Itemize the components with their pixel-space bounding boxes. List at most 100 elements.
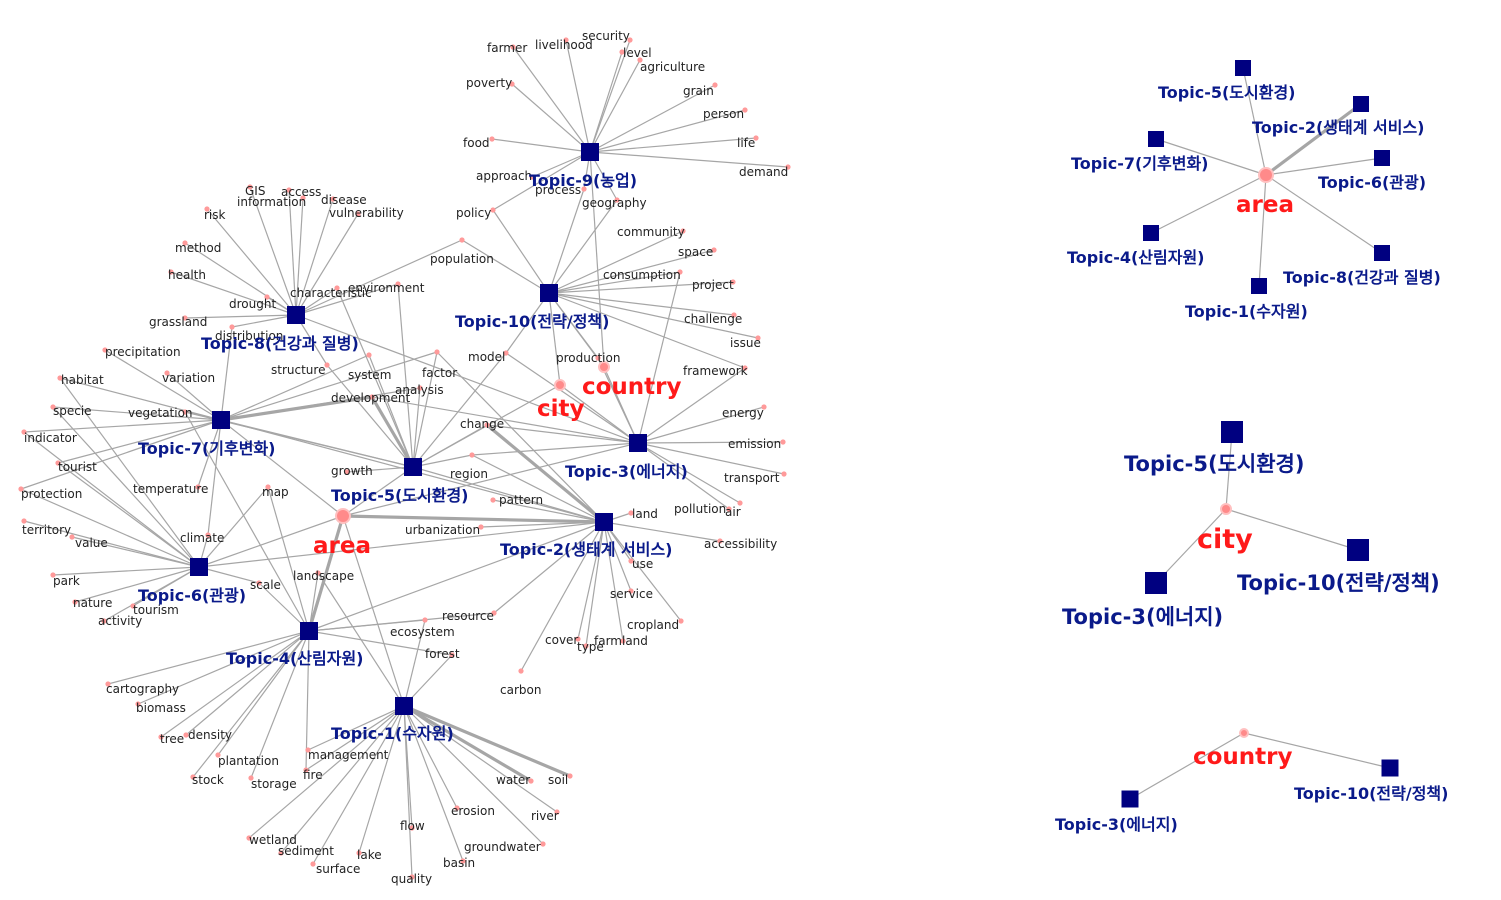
word-label-system: system [348, 368, 391, 382]
edge-t6-protection [20, 488, 200, 568]
panel-country: Topic-3(에너지)Topic-10(전략/정책)country [1055, 728, 1448, 834]
word-label-pollution: pollution [674, 502, 726, 516]
hub-label-city: city [537, 396, 585, 422]
word-node-accessibility [717, 538, 723, 544]
word-label-surface: surface [316, 862, 360, 876]
edge-t7-temperature [197, 419, 222, 488]
word-node-protection [18, 486, 24, 492]
word-node-challenge [731, 312, 737, 318]
word-label-growth: growth [331, 464, 373, 478]
edge-area-t7 [220, 419, 344, 517]
panel-city-topic-label-1: Topic-10(전략/정책) [1237, 571, 1440, 595]
word-label-accessibility: accessibility [704, 537, 777, 551]
edge-t3-development [371, 396, 639, 444]
word-label-basin: basin [443, 856, 475, 870]
topic-label-t6: Topic-6(관광) [138, 586, 246, 605]
word-node-system [366, 352, 372, 358]
topic-label-t5: Topic-5(도시환경) [331, 486, 468, 505]
word-node-storage [248, 775, 254, 781]
word-label-consumption: consumption [603, 268, 681, 282]
topic-label-t7: Topic-7(기후변화) [138, 439, 275, 458]
word-node-cartography [105, 681, 111, 687]
word-label-development: development [331, 391, 410, 405]
word-node-tourism [130, 603, 136, 609]
word-node-map [265, 484, 271, 490]
panel-city-hub-label: city [1197, 524, 1253, 555]
edge-t9-approach [531, 151, 591, 178]
word-label-policy: policy [456, 206, 491, 220]
word-node-poverty [509, 81, 515, 87]
word-label-value: value [75, 536, 108, 550]
edge-t6-activity [103, 566, 200, 622]
edge-t10-project [548, 281, 734, 294]
word-node-information [300, 195, 306, 201]
edge-t4-map [267, 486, 310, 632]
word-label-level: level [623, 46, 652, 60]
word-label-model: model [468, 350, 505, 364]
word-node-specie [50, 404, 56, 410]
word-node-nature [72, 599, 78, 605]
word-node-process [581, 186, 587, 192]
edge-t8-health [170, 271, 297, 316]
word-label-management: management [308, 748, 389, 762]
edge-t8-gis [249, 186, 297, 316]
topic-label-t10: Topic-10(전략/정책) [455, 312, 609, 331]
edge-t9-livelihood [565, 39, 591, 153]
panel-area-topic-node-6 [1251, 278, 1267, 294]
edge-country-t10 [548, 292, 605, 368]
edge-t3-energy [637, 406, 765, 444]
word-node-production [595, 355, 601, 361]
edge-city-t3 [559, 384, 639, 444]
edge-t8-disease [295, 198, 334, 316]
topic-label-t9: Topic-9(농업) [529, 171, 637, 190]
edge-t10-model [505, 292, 550, 354]
word-label-vulnerability: vulnerability [329, 206, 404, 220]
word-label-demand: demand [739, 165, 788, 179]
panel-area-edge-4 [1150, 174, 1267, 234]
edge-t10-consumption [548, 271, 681, 294]
word-label-use: use [632, 557, 653, 571]
word-label-environment: environment [348, 281, 425, 295]
word-label-production: production [556, 351, 620, 365]
word-label-energy: energy [722, 406, 764, 420]
word-label-biomass: biomass [136, 701, 186, 715]
word-node-ecosystem [422, 617, 428, 623]
word-label-plantation: plantation [218, 754, 279, 768]
edge-t8-grassland [184, 314, 297, 319]
word-node-space [711, 247, 717, 253]
panel-area-topic-node-2 [1148, 131, 1164, 147]
panel-country-edge-1 [1243, 732, 1391, 769]
word-node-tourist [55, 460, 61, 466]
edge-t3-air [637, 442, 741, 504]
word-node-tree [158, 734, 164, 740]
word-node-carbon [518, 668, 524, 674]
word-node-land [628, 510, 634, 516]
word-label-water: water [496, 773, 530, 787]
edge-t5-region [412, 454, 473, 468]
edge-t8-distribution [231, 314, 297, 328]
panel-city-topic-node-1 [1347, 539, 1369, 561]
topic-node-t2 [595, 513, 613, 531]
topic-node-t7 [212, 411, 230, 429]
edge-t2-cropland [603, 521, 682, 622]
word-node-access [286, 187, 292, 193]
word-label-gis: GIS [245, 184, 265, 198]
edge-t1-fire [305, 705, 405, 771]
panel-city-topic-node-2 [1145, 572, 1167, 594]
edge-t5-analysis [412, 387, 421, 468]
word-node-scale [256, 580, 262, 586]
word-node-food [489, 136, 495, 142]
word-node-level [619, 49, 625, 55]
word-label-grassland: grassland [149, 315, 207, 329]
word-node-precipitation [102, 347, 108, 353]
word-node-temperature [195, 484, 201, 490]
word-node-basin [460, 858, 466, 864]
word-node-landscape [315, 570, 321, 576]
word-label-erosion: erosion [451, 804, 495, 818]
edges-layer [20, 39, 789, 878]
panel-area-topic-node-1 [1353, 96, 1369, 112]
edge-t4-forest [308, 630, 453, 656]
hub-node-city [554, 379, 566, 391]
topic-label-t3: Topic-3(에너지) [565, 462, 688, 481]
nodes-layer [18, 37, 791, 880]
